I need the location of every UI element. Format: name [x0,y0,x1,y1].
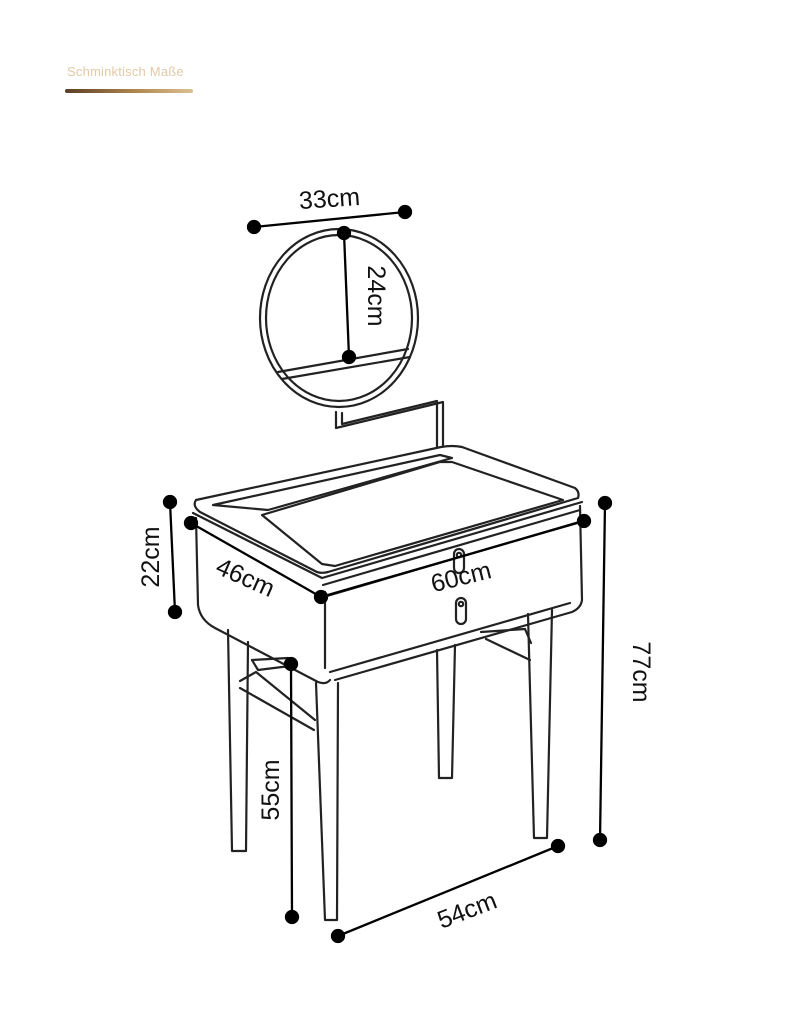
drawer-lower-line [328,601,572,674]
drawer-handle-lower [454,596,468,626]
label-mirror-height: 24cm [362,265,390,326]
title-underline-bar [65,89,193,93]
label-mirror-width: 33cm [298,183,361,215]
legs [226,608,554,922]
mirror-shelf-top [280,355,412,381]
dim-leg-height [283,656,300,925]
label-table-depth: 46cm [212,552,279,602]
tabletop-surface [193,444,580,574]
tabletop-left-panel [211,453,454,512]
dim-table-width [320,513,592,599]
mirror-bracket-outer [334,400,445,447]
dim-drawer-height [162,494,183,620]
mirror-bracket-inner [340,399,439,449]
leg-back-right [435,643,457,780]
dim-total-height [592,495,613,848]
cabinet-right-side [333,504,584,682]
label-drawer-height: 22cm [137,526,165,587]
dim-mirror-height [336,225,357,365]
drawer-handle-upper [452,547,466,575]
cabinet-left-side [194,516,332,685]
tabletop-front-edge [191,500,584,580]
label-total-height: 77cm [627,641,655,702]
page-title: Schminktisch Maße [67,64,184,79]
dim-base-width [330,838,566,944]
stretcher-left-bottom [238,686,316,732]
dimension-lines [162,204,613,944]
stretchers [238,627,533,732]
drawer-handle-lower-hole [457,600,465,608]
tabletop [191,444,584,580]
label-leg-height: 55cm [257,759,285,820]
tabletop-right-panel [260,460,565,568]
cabinet-front-top-band [321,508,582,587]
stretcher-right-bottom [484,637,532,662]
mirror [258,227,420,409]
dim-mirror-width [246,204,413,235]
stretcher-left-top [238,670,317,722]
mirror-outer-frame [258,227,420,409]
leg-front-left [314,681,340,922]
mirror-bracket [334,399,445,449]
stretcher-right-top [479,627,533,645]
leg-front-right [526,608,554,840]
leg-back-left [226,628,250,853]
dimension-labels: 33cm 24cm 22cm 46cm 60cm 77cm 55cm 54cm [137,183,655,935]
